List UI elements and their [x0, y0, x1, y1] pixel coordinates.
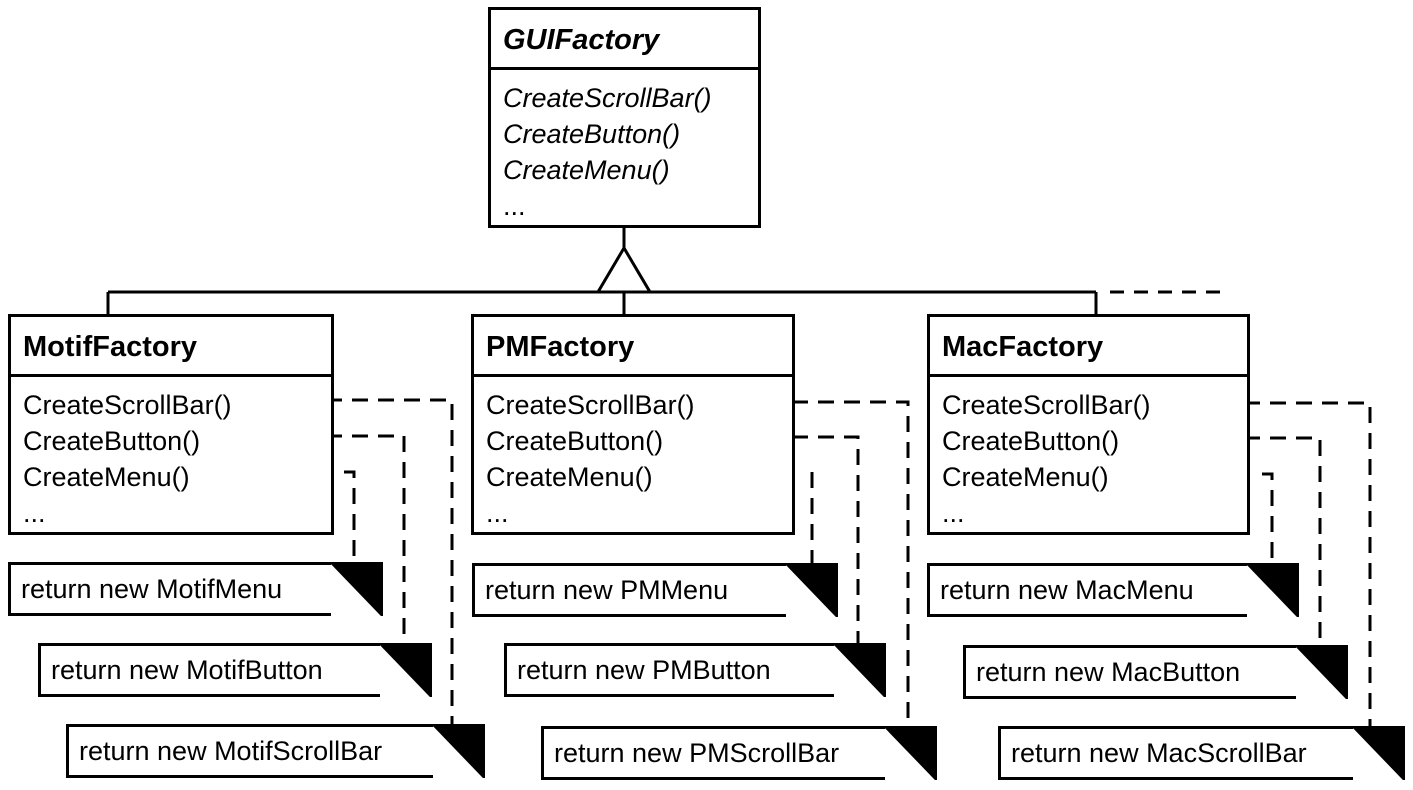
operation: CreateButton() [942, 426, 1120, 456]
note-motif-menu: return new MotifMenu [8, 562, 383, 616]
operations-list: CreateScrollBar() CreateButton() CreateM… [491, 70, 758, 224]
operation: CreateScrollBar() [486, 390, 695, 420]
note-pm-button: return new PMButton [504, 643, 886, 697]
impl-link-motif-scrollbar [326, 398, 454, 724]
operation: CreateMenu() [486, 462, 653, 492]
note-motif-scrollbar: return new MotifScrollBar [66, 724, 485, 778]
note-text: return new PMScrollBar [554, 738, 840, 768]
impl-link-mac-button [1244, 436, 1322, 645]
note-fold-icon [834, 643, 886, 697]
note-text: return new MotifMenu [21, 574, 283, 604]
operations-list: CreateScrollBar() CreateButton() CreateM… [474, 377, 792, 531]
operation: CreateButton() [503, 119, 681, 149]
operation-ellipsis: ... [503, 191, 526, 221]
class-pmfactory: PMFactory CreateScrollBar() CreateButton… [471, 314, 795, 535]
operation-ellipsis: ... [486, 498, 509, 528]
operation-ellipsis: ... [23, 498, 46, 528]
impl-link-motif-menu [344, 470, 356, 562]
note-mac-button: return new MacButton [963, 645, 1348, 699]
note-text: return new MotifButton [51, 655, 323, 685]
impl-link-pm-scrollbar [792, 400, 910, 726]
impl-link-pm-button [792, 435, 860, 643]
note-fold-icon [1247, 563, 1299, 617]
note-text: return new MacScrollBar [1011, 738, 1307, 768]
note-fold-icon [885, 726, 937, 780]
class-name: MotifFactory [11, 317, 331, 377]
operation-ellipsis: ... [942, 498, 965, 528]
note-fold-icon [331, 562, 383, 616]
note-fold-icon [433, 724, 485, 778]
operation: CreateButton() [23, 426, 201, 456]
class-name: PMFactory [474, 317, 792, 377]
operation: CreateMenu() [942, 462, 1109, 492]
note-text: return new MacButton [976, 657, 1241, 687]
note-mac-scrollbar: return new MacScrollBar [998, 726, 1405, 780]
impl-link-mac-scrollbar [1244, 401, 1372, 726]
inheritance-triangle [595, 245, 653, 294]
note-fold-icon [1353, 726, 1405, 780]
class-name: MacFactory [930, 317, 1247, 377]
operation: CreateButton() [486, 426, 664, 456]
operation: CreateMenu() [503, 155, 670, 185]
operations-list: CreateScrollBar() CreateButton() CreateM… [930, 377, 1247, 531]
note-fold-icon [1296, 645, 1348, 699]
note-fold-icon [786, 563, 838, 617]
operation: CreateScrollBar() [942, 390, 1151, 420]
note-fold-icon [380, 643, 432, 697]
operations-list: CreateScrollBar() CreateButton() CreateM… [11, 377, 331, 531]
class-motiffactory: MotifFactory CreateScrollBar() CreateBut… [8, 314, 334, 535]
note-text: return new MacMenu [940, 575, 1194, 605]
impl-link-motif-button [326, 434, 406, 643]
note-text: return new PMButton [517, 655, 771, 685]
impl-link-mac-menu [1262, 472, 1274, 563]
operation: CreateScrollBar() [23, 390, 232, 420]
note-mac-menu: return new MacMenu [927, 563, 1299, 617]
operation: CreateScrollBar() [503, 83, 712, 113]
note-text: return new MotifScrollBar [79, 736, 383, 766]
note-pm-scrollbar: return new PMScrollBar [541, 726, 937, 780]
note-pm-menu: return new PMMenu [472, 563, 838, 617]
class-guifactory: GUIFactory CreateScrollBar() CreateButto… [488, 7, 761, 228]
class-name: GUIFactory [491, 10, 758, 70]
operation: CreateMenu() [23, 462, 190, 492]
note-motif-button: return new MotifButton [38, 643, 432, 697]
class-macfactory: MacFactory CreateScrollBar() CreateButto… [927, 314, 1250, 535]
note-text: return new PMMenu [485, 575, 729, 605]
